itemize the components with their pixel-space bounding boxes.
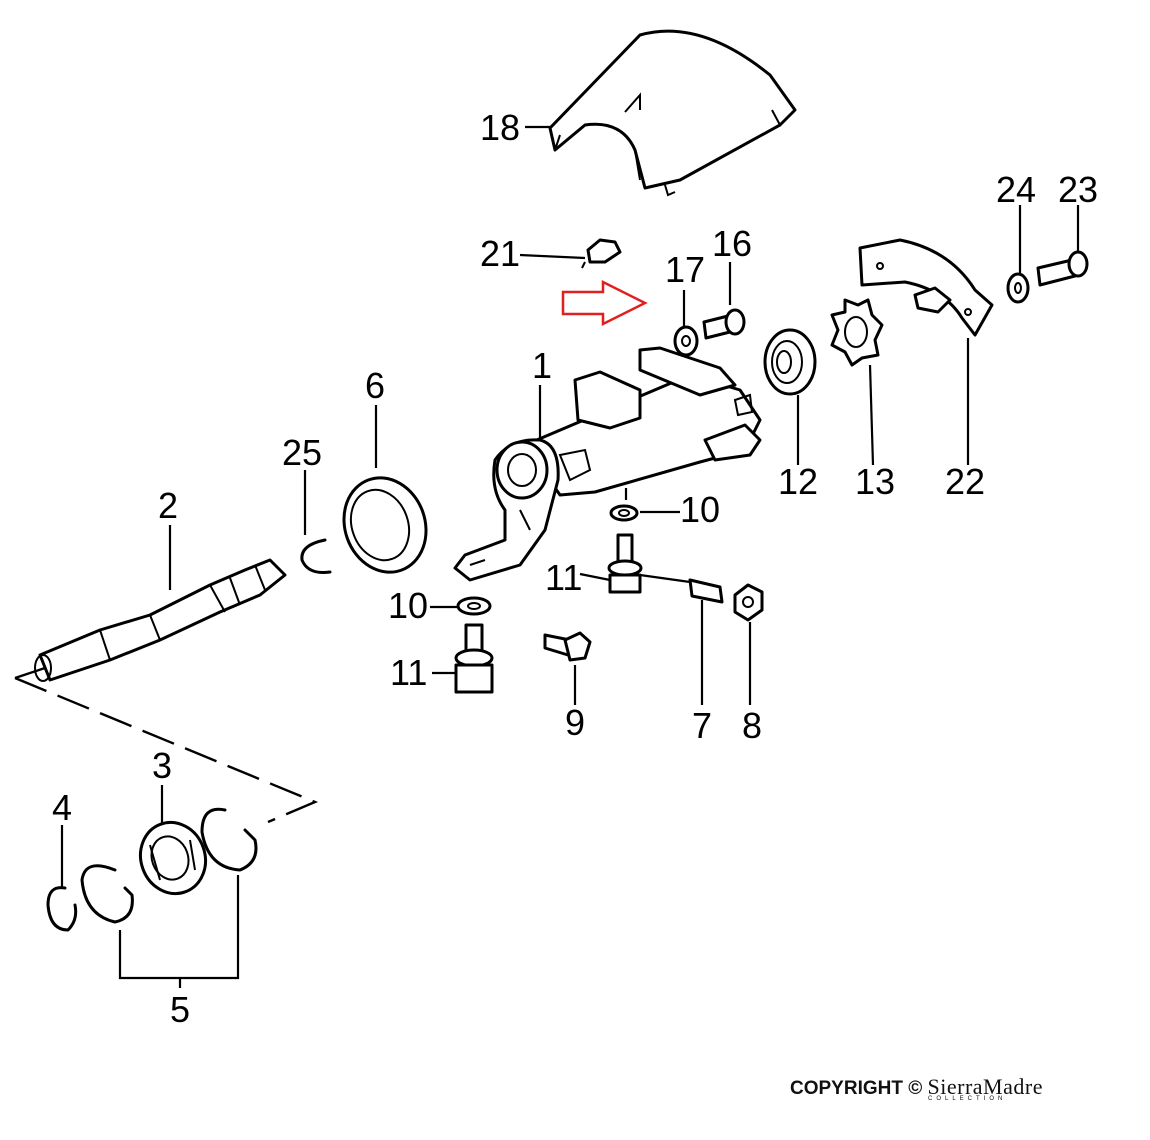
callout-5: 5 [170,989,190,1030]
callout-17: 17 [665,249,705,290]
part-1-column-housing [453,346,762,582]
part-5-circlip-right [200,807,258,872]
callout-11-left: 11 [390,652,427,693]
highlight-arrow [561,279,648,327]
callout-12: 12 [778,461,818,502]
callout-25: 25 [282,432,322,473]
callout-23: 23 [1058,169,1098,210]
callout-10-center: 10 [680,489,720,530]
part-24-washer [1006,272,1030,304]
part-10-washer-left [456,596,492,616]
part-7-stud [688,578,724,604]
part-5-circlip-left [80,864,134,924]
part-16-screw [702,308,746,340]
callout-10-left: 10 [388,585,428,626]
part-5-bracket [118,875,240,988]
part-11-bolt-left [454,623,494,694]
part-9-screw [543,631,592,662]
part-2-shaft [34,558,287,682]
part-18-cover [548,29,797,197]
brand-sub-text: COLLECTION [928,1096,1007,1102]
callout-21: 21 [480,233,520,274]
part-3-bearing [139,820,207,896]
callout-1: 1 [532,345,552,386]
part-10-washer-center [609,504,639,522]
callout-7: 7 [692,705,712,746]
copyright-text: COPYRIGHT © [790,1078,923,1099]
part-23-screw [1036,250,1089,287]
callout-6: 6 [365,365,385,406]
callout-18: 18 [480,107,520,148]
part-22-bracket [858,238,994,337]
callout-13: 13 [855,461,895,502]
part-4-clip [46,886,78,932]
copyright-notice: COPYRIGHT © SierraMadre COLLECTION [790,1074,1043,1102]
leader-lines [60,125,1080,888]
callout-numbers: 18 21 17 16 24 23 1 6 25 2 12 13 22 10 1… [52,107,1098,1030]
part-8-nut [733,583,764,622]
callout-24: 24 [996,169,1036,210]
part-12-bearing [763,328,817,396]
part-25-clip [300,538,332,574]
part-11-bolt-center [607,533,643,594]
callout-22: 22 [945,461,985,502]
callout-9: 9 [565,702,585,743]
part-17-lock-washer [673,325,699,357]
callout-16: 16 [712,223,752,264]
assembly-dashed-outline [14,676,319,824]
brand-logo-text: SierraMadre [927,1074,1043,1099]
callout-11-center: 11 [545,557,582,598]
part-13-star-washer [830,298,884,367]
part-6-ring [342,476,428,574]
assembly-dashed-outline-start [14,666,46,680]
callout-4: 4 [52,787,72,828]
callout-3: 3 [152,745,172,786]
callout-2: 2 [158,485,178,526]
callout-8: 8 [742,705,762,746]
part-21-clip [581,238,622,269]
